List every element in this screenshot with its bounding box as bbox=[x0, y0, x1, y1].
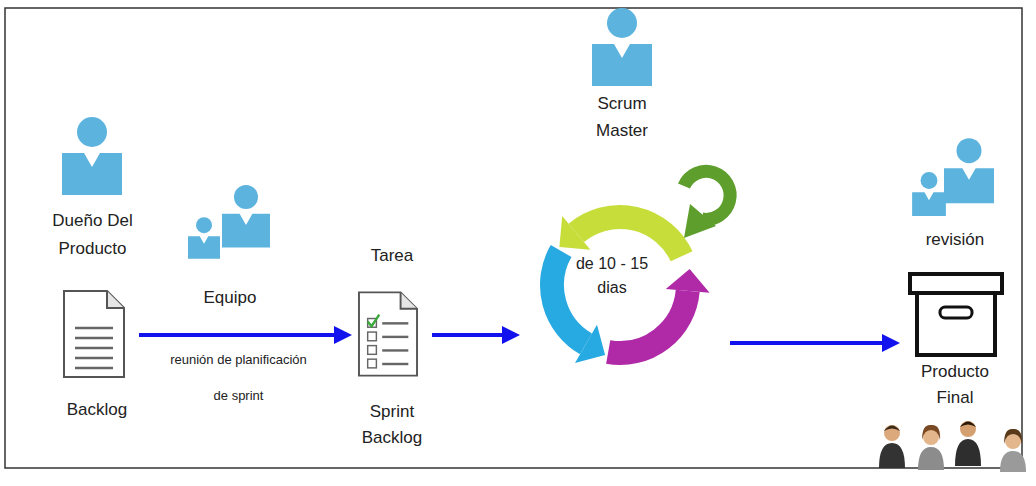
flow-arrow bbox=[730, 341, 888, 345]
person-icon bbox=[188, 217, 220, 259]
document-icon bbox=[64, 291, 124, 377]
node-label: Equipo bbox=[185, 286, 275, 310]
figure-hair bbox=[922, 425, 940, 440]
figure-head bbox=[960, 421, 976, 437]
cycle-arrowhead bbox=[559, 216, 590, 250]
node-label: revisión bbox=[905, 228, 1005, 252]
frame-border bbox=[5, 8, 1022, 468]
team-group: Equipo bbox=[185, 180, 275, 310]
node-label: Scrum Master bbox=[577, 90, 667, 144]
backlog-document: Backlog bbox=[55, 285, 139, 425]
box-handle bbox=[940, 307, 972, 318]
figure-hair bbox=[1004, 429, 1022, 444]
cycle-arc bbox=[608, 291, 688, 353]
node-label: de 10 - 15 dias bbox=[570, 252, 654, 300]
person-icon bbox=[222, 185, 270, 247]
figure-hair bbox=[884, 426, 900, 432]
figure-body bbox=[879, 443, 905, 468]
checklist-icon bbox=[359, 292, 417, 375]
role-person: Dueño Del Producto bbox=[45, 115, 140, 260]
node-label: Sprint Backlog bbox=[352, 399, 432, 451]
cycle-arc bbox=[576, 217, 681, 256]
figure-body bbox=[955, 439, 981, 466]
sprint-backlog-document: TareaSprint Backlog bbox=[352, 240, 432, 450]
box-icon bbox=[910, 274, 1002, 355]
final-product-box: Producto Final bbox=[900, 268, 1010, 413]
node-label: Producto Final bbox=[910, 359, 1000, 411]
figure-body bbox=[918, 447, 944, 470]
cycle-arrowhead bbox=[666, 269, 710, 293]
figure-head bbox=[884, 425, 900, 441]
review-group: revisión bbox=[905, 135, 1005, 255]
node-label: Dueño Del Producto bbox=[45, 207, 140, 263]
audience-figures bbox=[879, 421, 1026, 472]
person-icon bbox=[944, 138, 994, 203]
figure-hair bbox=[960, 422, 976, 428]
flow-arrow bbox=[139, 333, 340, 337]
node-label: Backlog bbox=[55, 398, 139, 422]
loop-arrowhead bbox=[684, 204, 716, 238]
cycle-icon bbox=[552, 171, 730, 363]
flow-arrow bbox=[432, 333, 508, 337]
person-icon bbox=[912, 172, 946, 216]
figure-body bbox=[1000, 451, 1026, 472]
role-person: Scrum Master bbox=[577, 5, 667, 145]
node-heading: Tarea bbox=[352, 244, 432, 268]
connector-label: reunión de planificación de sprint bbox=[166, 342, 311, 414]
sprint-cycle: de 10 - 15 dias bbox=[520, 190, 730, 370]
person-icon bbox=[62, 117, 122, 195]
box-lid bbox=[910, 274, 1002, 293]
person-icon bbox=[592, 8, 652, 86]
cycle-arrowhead bbox=[575, 325, 605, 363]
box-body bbox=[917, 293, 995, 355]
